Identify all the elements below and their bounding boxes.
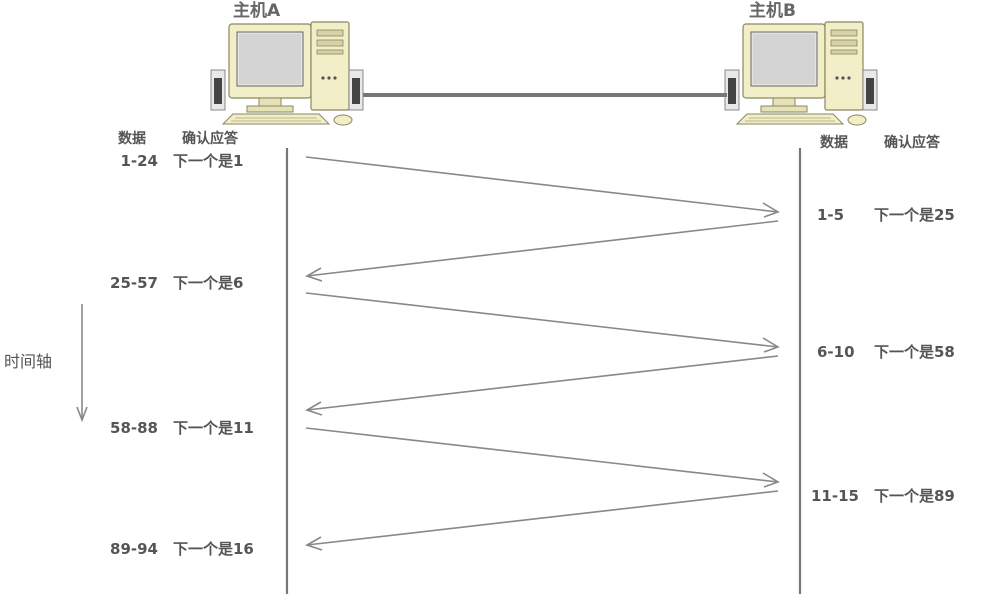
segment-arrow	[305, 427, 780, 488]
host-b-ack-header: 确认应答	[884, 134, 941, 151]
host-b-row-ack: 下一个是58	[874, 343, 955, 361]
host-a-name: 主机A	[233, 0, 281, 21]
time-axis-label: 时间轴	[4, 352, 52, 371]
host-b-row-data: 6-10	[817, 343, 855, 361]
host-a-row-ack: 下一个是1	[173, 152, 243, 170]
ack-arrow	[305, 220, 779, 282]
host-a-row-ack: 下一个是16	[173, 540, 254, 558]
host-b-computer-icon	[724, 21, 878, 126]
host-a-data-header: 数据	[118, 130, 146, 147]
host-a-row-data: 89-94	[110, 540, 158, 558]
host-a-row-data: 25-57	[110, 274, 158, 292]
host-b-name: 主机B	[749, 0, 796, 21]
host-a-ack-header: 确认应答	[182, 130, 239, 147]
host-a-computer-icon	[210, 21, 364, 126]
segment-arrow	[305, 156, 780, 218]
ack-arrow	[305, 490, 779, 551]
host-b-row-ack: 下一个是25	[874, 206, 955, 224]
host-b-data-header: 数据	[820, 134, 848, 151]
host-a-row-ack: 下一个是11	[173, 419, 254, 437]
ack-arrow	[305, 355, 779, 416]
host-b-row-data: 1-5	[817, 206, 844, 224]
host-b-row-ack: 下一个是89	[874, 487, 955, 505]
host-a-row-data: 58-88	[110, 419, 158, 437]
segment-arrow	[305, 292, 780, 353]
host-a-row-data: 1-24	[120, 152, 158, 170]
host-a-row-ack: 下一个是6	[173, 274, 243, 292]
time-axis-arrow	[76, 304, 88, 423]
host-b-row-data: 11-15	[811, 487, 859, 505]
